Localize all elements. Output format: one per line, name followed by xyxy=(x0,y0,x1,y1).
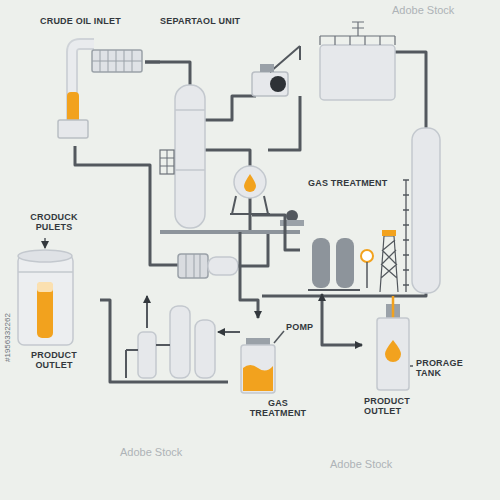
pipe-connector xyxy=(100,300,228,382)
pipes-part xyxy=(410,365,413,367)
pipes-part xyxy=(145,62,190,85)
storage-tank xyxy=(377,296,409,390)
distillation-cluster-part xyxy=(138,332,156,378)
pipes-part xyxy=(395,52,426,128)
storage-tank-top-part xyxy=(320,45,395,100)
part-label: GAS TREATMENT xyxy=(308,178,403,188)
pipes-part xyxy=(274,331,284,343)
crude-oil-inlet-unit-part xyxy=(58,120,88,138)
storage-tank: PRORAGE TANK PRODUCT OUTLET xyxy=(362,296,496,424)
pipe-connector xyxy=(145,61,160,64)
pump-tank xyxy=(241,338,275,393)
separation-column-part xyxy=(160,150,174,174)
gas-treatment-vessels-part xyxy=(361,250,373,262)
storage-tank-part xyxy=(385,340,401,362)
stock-id: #1956332262 xyxy=(3,313,12,362)
gas-treatment-vessels xyxy=(308,230,398,292)
pump-tank-part xyxy=(241,345,275,393)
left-product-tank-part xyxy=(37,282,53,338)
storage-tank-top-part xyxy=(352,22,364,36)
gas-treatment-vessels-part xyxy=(366,262,368,288)
gas-treatment-vessels-part xyxy=(382,230,396,236)
left-product-tank-part xyxy=(18,271,73,273)
right-column xyxy=(403,128,440,293)
pipes-part xyxy=(205,150,250,166)
crude-oil-inlet-unit-part xyxy=(92,50,142,72)
left-product-tank-part xyxy=(18,255,73,345)
storage-tank-top xyxy=(252,22,395,100)
separation-column-part xyxy=(175,85,205,228)
gas-treatment-vessels-part xyxy=(308,289,360,291)
storage-tank-part xyxy=(377,318,409,390)
storage-tank-top-part xyxy=(260,64,274,72)
part-label: PRODUCT OUTLET xyxy=(18,350,90,371)
product-tank: CRODUCK PULETS PRODUCT OUTLET xyxy=(8,210,100,375)
part-label: GAS TREATMENT xyxy=(243,398,313,419)
separation-column-part xyxy=(175,110,205,170)
pipes-part xyxy=(44,238,46,248)
right-column-part xyxy=(412,128,440,293)
left-product-tank xyxy=(18,250,73,345)
crude-oil-inlet-unit xyxy=(58,44,142,138)
part-label: PRODUCT OUTLET xyxy=(364,396,434,417)
pump-unit-part xyxy=(178,254,208,278)
pipe-connector xyxy=(240,232,258,318)
crude-oil-inlet-unit-part xyxy=(92,50,142,72)
pipes-part xyxy=(146,296,148,328)
part-label: CRUDE OIL INLET xyxy=(40,16,140,26)
pipe-connector xyxy=(252,215,300,250)
separation-unit: SEPARTAOL UNIT xyxy=(160,16,252,232)
separation-column-part xyxy=(160,230,300,234)
separation-column-part xyxy=(160,150,174,174)
pump-unit xyxy=(178,254,238,278)
left-product-tank-part xyxy=(18,250,72,262)
storage-tank-top-part xyxy=(320,36,395,45)
watermark: Adobe Stock xyxy=(392,4,454,16)
pipes-part xyxy=(262,292,426,296)
storage-tank-top-part xyxy=(270,46,300,72)
pump-tank: POMP GAS TREATMENT xyxy=(228,318,328,428)
gas-treatment-vessels-part xyxy=(312,238,330,288)
part-label: PRORAGE TANK xyxy=(416,358,488,379)
distillation-cluster xyxy=(126,306,215,378)
distillation-cluster-part xyxy=(126,345,170,378)
pipes-part xyxy=(238,232,268,266)
storage-tank-top-part xyxy=(270,76,286,92)
pump-unit-part xyxy=(186,254,200,278)
gas-treatment-vessels-part xyxy=(336,238,354,288)
distillation-cluster-part xyxy=(195,320,215,378)
watermark: Adobe Stock xyxy=(330,458,392,470)
sphere-vessel-part xyxy=(234,166,266,198)
pump-tank-part xyxy=(243,365,273,391)
left-product-tank-part xyxy=(37,282,53,292)
pump-unit-part xyxy=(208,257,238,275)
gas-treatment-unit: GAS TREATMENT xyxy=(300,176,405,294)
part-label: POMP xyxy=(286,322,326,332)
pipes-part xyxy=(268,96,300,150)
pipes-part xyxy=(205,96,256,120)
separation-column xyxy=(160,85,300,232)
gas-treatment-vessels-part xyxy=(380,236,398,292)
part-label: CRODUCK PULETS xyxy=(18,212,90,233)
part-label: SEPARTAOL UNIT xyxy=(160,16,250,26)
storage-tank-top-part xyxy=(252,72,288,96)
sphere-vessel-part xyxy=(244,174,256,192)
distillation-cluster-part xyxy=(170,306,190,378)
pipe-connector xyxy=(322,294,362,345)
pipes-part xyxy=(218,331,240,333)
inlet-unit: CRUDE OIL INLET xyxy=(40,16,145,146)
watermark: Adobe Stock xyxy=(120,446,182,458)
right-column-part xyxy=(403,180,409,292)
pipes-part xyxy=(75,146,178,265)
storage-tank-part xyxy=(392,296,395,318)
sphere-vessel xyxy=(230,166,304,226)
